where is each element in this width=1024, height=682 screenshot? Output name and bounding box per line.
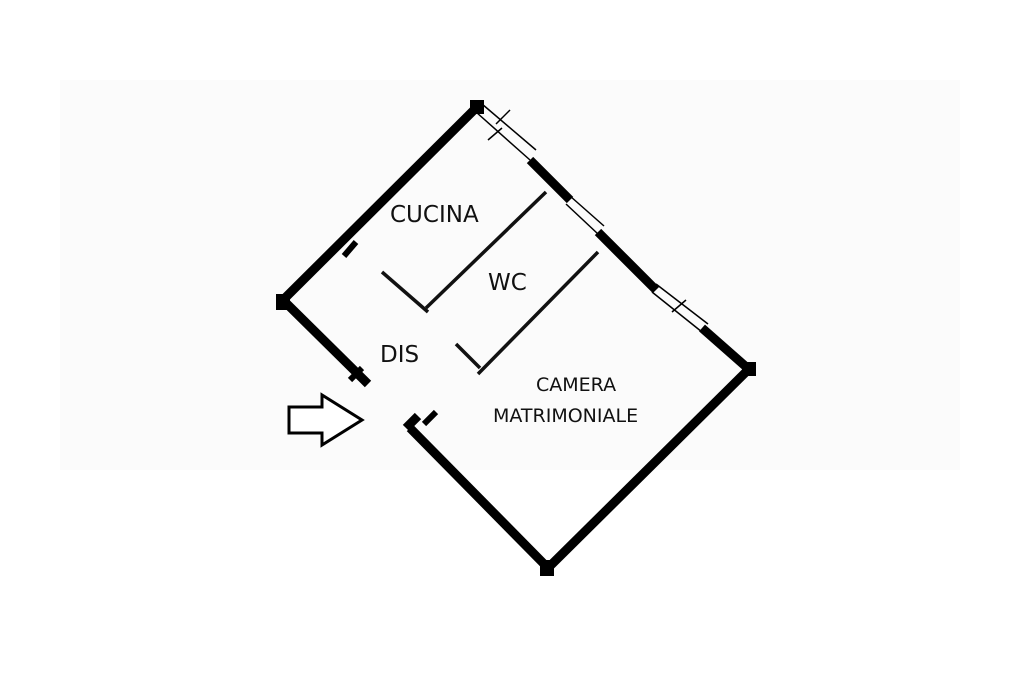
window-kitchen-a xyxy=(481,103,537,151)
arrow-right-outline-icon xyxy=(287,392,365,448)
window-bedroom-tick xyxy=(671,299,687,313)
label-bedroom-line2: MATRIMONIALE xyxy=(493,405,638,427)
label-hallway: DIS xyxy=(380,342,419,368)
wall-northeast-1 xyxy=(526,156,574,204)
wall-kitchen-wc xyxy=(424,190,548,310)
outer-walls xyxy=(276,100,756,576)
wall-wc-bedroom xyxy=(476,250,600,376)
wall-hallway-west xyxy=(281,298,372,388)
wall-corner-top xyxy=(470,100,484,114)
wall-bedroom-southeast xyxy=(544,364,754,572)
wall-northeast-3 xyxy=(699,324,755,376)
label-kitchen: CUCINA xyxy=(390,202,479,228)
window-wc-b xyxy=(565,203,599,235)
window-kitchen-mullion xyxy=(487,127,503,141)
wall-wc-hall xyxy=(454,342,482,370)
inner-walls xyxy=(341,190,600,376)
wall-entrance-jamb xyxy=(402,412,422,432)
windows xyxy=(475,103,709,333)
background-sheet xyxy=(60,80,960,470)
wall-northeast-2 xyxy=(594,228,660,294)
window-kitchen-b xyxy=(475,111,531,161)
wall-entrance-stub xyxy=(421,409,439,427)
label-bathroom: WC xyxy=(488,270,527,296)
window-bedroom-b xyxy=(651,291,703,333)
wall-hallway-west-stub xyxy=(347,365,365,383)
window-kitchen-tick xyxy=(495,109,511,125)
wall-bedroom-southwest xyxy=(406,424,552,572)
label-bedroom-line1: CAMERA xyxy=(536,374,616,396)
window-wc-a xyxy=(569,195,605,227)
wall-kitchen-hall xyxy=(380,270,430,314)
wall-kitchen-door-stub xyxy=(341,240,359,258)
wall-kitchen-northwest xyxy=(279,102,482,304)
